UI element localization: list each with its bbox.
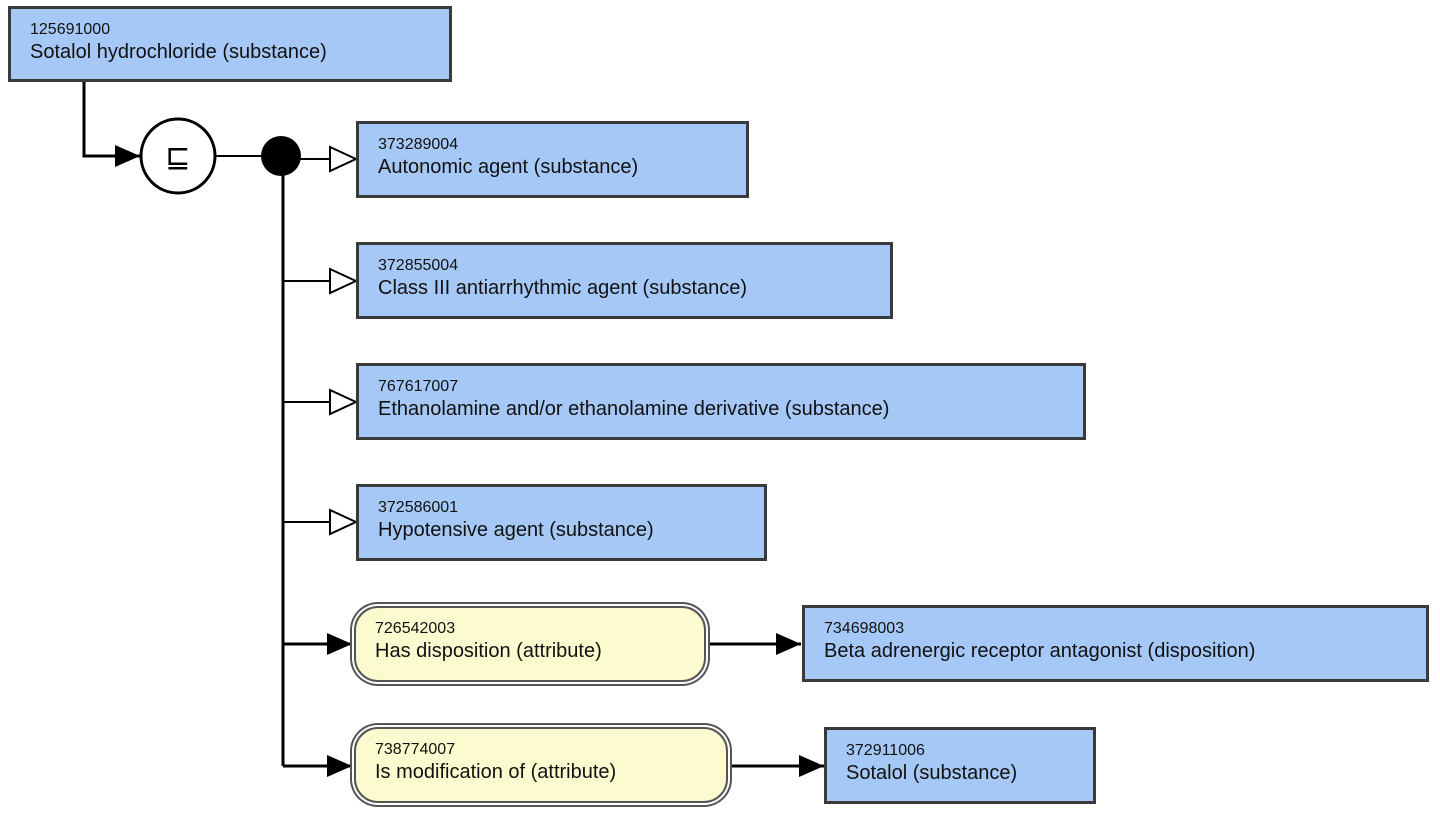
concept-term: Sotalol hydrochloride (substance) [30,41,327,63]
parent-concept-box[interactable]: 372586001 Hypotensive agent (substance) [356,484,767,561]
attribute-id: 726542003 [375,620,456,637]
concept-term: Autonomic agent (substance) [378,156,639,178]
concept-id: 767617007 [378,378,459,395]
definition-status-symbol: ⊑ [165,140,190,175]
concept-term: Beta adrenergic receptor antagonist (dis… [824,640,1256,662]
attribute-box[interactable]: 726542003 Has disposition (attribute) [354,606,706,682]
attribute-box[interactable]: 738774007 Is modification of (attribute) [354,727,728,803]
parent-concept-box[interactable]: 372855004 Class III antiarrhythmic agent… [356,242,893,319]
parent-concept-box[interactable]: 373289004 Autonomic agent (substance) [356,121,749,198]
concept-term: Ethanolamine and/or ethanolamine derivat… [378,398,890,420]
concept-id: 373289004 [378,136,459,153]
focus-concept-box[interactable]: 125691000 Sotalol hydrochloride (substan… [8,6,452,82]
parent-concept-box[interactable]: 767617007 Ethanolamine and/or ethanolami… [356,363,1086,440]
attribute-id: 738774007 [375,741,456,758]
focus-connector [82,82,140,167]
attribute-term: Has disposition (attribute) [375,640,602,662]
attribute-value-box[interactable]: 372911006 Sotalol (substance) [824,727,1096,804]
concept-id: 372911006 [846,742,925,759]
concept-term: Class III antiarrhythmic agent (substanc… [378,277,748,299]
concept-id: 125691000 [30,21,111,38]
concept-id: 734698003 [824,620,905,637]
attribute-value-box[interactable]: 734698003 Beta adrenergic receptor antag… [802,605,1429,682]
conjunction-dot [261,136,301,176]
concept-id: 372586001 [378,499,459,516]
concept-term: Sotalol (substance) [846,762,1018,784]
attribute-term: Is modification of (attribute) [375,761,617,783]
concept-id: 372855004 [378,257,459,274]
concept-term: Hypotensive agent (substance) [378,519,654,541]
